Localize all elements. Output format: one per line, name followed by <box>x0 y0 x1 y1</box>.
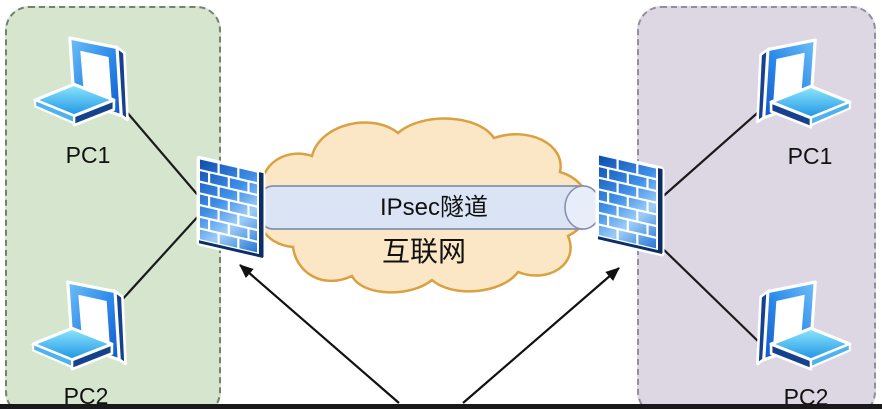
arrow-to-left-firewall <box>239 264 400 404</box>
arrow-to-right-firewall <box>462 267 620 404</box>
internet-label: 互联网 <box>381 236 466 267</box>
firewall-icon-left <box>196 155 266 261</box>
bottom-crop-bar <box>0 404 882 409</box>
firewall-icon-right <box>595 151 665 257</box>
right-pc1-label: PC1 <box>787 143 833 169</box>
link-left-pc1-firewall <box>118 102 203 201</box>
link-right-pc2-firewall <box>659 245 765 348</box>
left-pc1-label: PC1 <box>65 142 111 168</box>
laptop-icon-right-pc2 <box>755 280 852 371</box>
ipsec-tunnel-label: IPsec隧道 <box>379 194 489 221</box>
laptop-icon-left-pc1 <box>33 36 130 127</box>
laptop-icon-left-pc2 <box>31 280 128 371</box>
link-right-pc1-firewall <box>659 107 764 200</box>
link-left-pc2-firewall <box>119 211 203 303</box>
laptop-icon-right-pc1 <box>755 38 852 129</box>
